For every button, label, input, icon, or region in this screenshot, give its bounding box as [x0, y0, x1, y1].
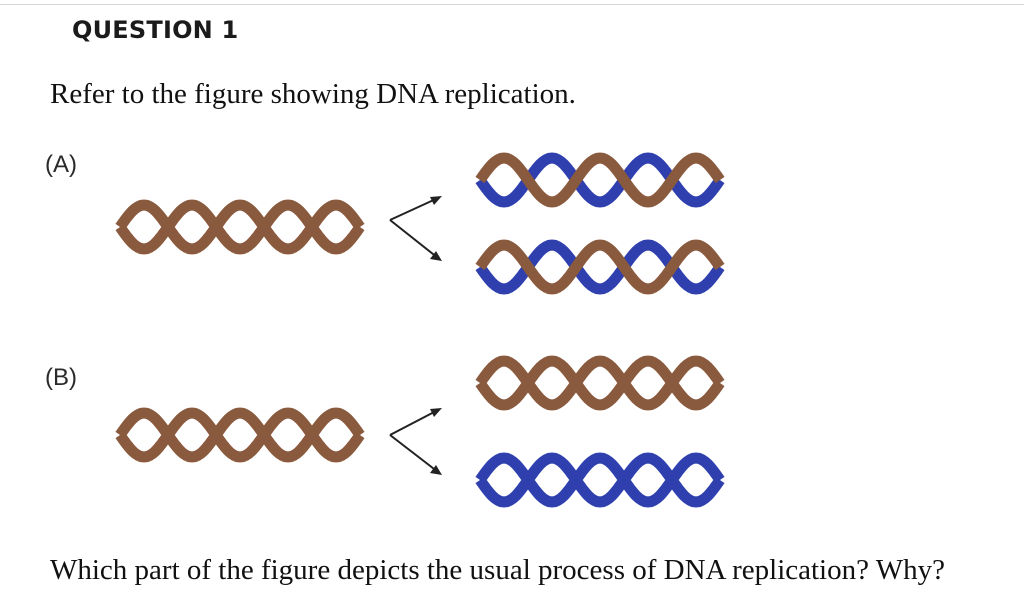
panel-a-daughter-helix-bottom: [475, 239, 725, 295]
panel-b-daughter-top-strand-1: [475, 355, 725, 411]
panel-b-daughter-top-strand-2: [475, 355, 725, 411]
panel-a-parent-strand-1: [115, 199, 365, 255]
panel-a-daughter-bottom-strand-1: [475, 239, 725, 295]
panel-b-parent-strand-2: [115, 407, 365, 463]
panel-a-daughter-bottom-strand-2: [475, 239, 725, 295]
panel-a-daughter-helix-top: [475, 152, 725, 208]
panel-a-parent-strand-2: [115, 199, 365, 255]
dna-replication-figure: (A) (B): [45, 151, 725, 508]
question-heading: QUESTION 1: [72, 16, 239, 44]
panel-b-daughter-helix-bottom: [475, 452, 725, 508]
panel-b-label: (B): [45, 364, 77, 391]
panel-a-daughter-top-strand-1: [475, 152, 725, 208]
question-text: Which part of the figure depicts the usu…: [50, 554, 945, 586]
panel-b-daughter-bottom-strand-1: [475, 452, 725, 508]
panel-b-daughter-bottom-strand-2: [475, 452, 725, 508]
question-prompt: Refer to the figure showing DNA replicat…: [50, 78, 576, 110]
panel-b-parent-helix: [115, 407, 365, 463]
panel-a-fork-arrows: [389, 196, 442, 261]
panel-b-parent-strand-1: [115, 407, 365, 463]
panel-b-daughter-helix-top: [475, 355, 725, 411]
panel-a-parent-helix: [115, 199, 365, 255]
panel-a-label: (A): [45, 151, 77, 178]
panel-b-fork-arrows: [389, 408, 442, 475]
top-divider: [0, 4, 1024, 5]
panel-a-daughter-top-strand-2: [475, 152, 725, 208]
